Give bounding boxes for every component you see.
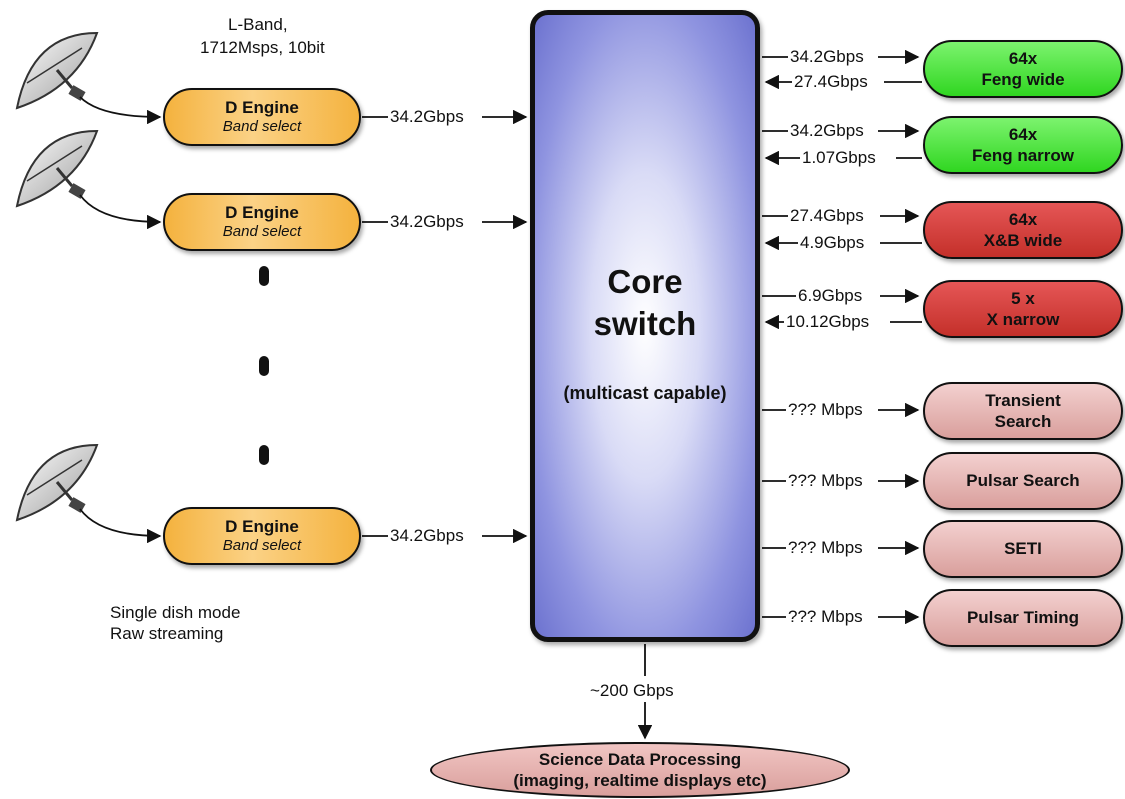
science-data-processing-node: Science Data Processing (imaging, realti… [430,742,850,798]
d-engine-title: D Engine [225,517,299,536]
node-line1: Pulsar Search [966,471,1080,491]
d-engine-rate: 34.2Gbps [390,107,464,126]
node-line1: 64x [1008,48,1038,68]
node-line2: Feng wide [981,70,1065,89]
node-line1: 64x [1008,209,1038,229]
node-line2: Feng narrow [971,146,1074,165]
band-label-line2: 1712Msps, 10bit [200,38,325,57]
d-engine-title: D Engine [225,203,299,222]
node-line1: Pulsar Timing [966,608,1080,628]
core-title-line2: switch [593,305,697,343]
node-line1: Transient [985,390,1061,410]
mode-note: Single dish mode Raw streaming [110,602,240,645]
pulsar-timing-node: Pulsar Timing [923,589,1123,647]
in-rate: 27.4Gbps [794,72,868,91]
mode-note-line2: Raw streaming [110,624,224,644]
node-line2: X narrow [986,310,1060,329]
d-engine-subtitle: Band select [222,118,302,136]
pulsar-search-node: Pulsar Search [923,452,1123,510]
transient-search-node: Transient Search [923,382,1123,440]
out-rate: 34.2Gbps [790,47,864,66]
ellipsis-dot [259,266,269,286]
dish-antenna-icon [15,31,99,110]
xb-wide-node: 64x X&B wide [923,201,1123,259]
d-engine-title: D Engine [225,98,299,117]
sdp-rate: ~200 Gbps [590,681,674,700]
band-label-line1: L-Band, [228,15,288,34]
core-switch-title: Core switch [535,261,755,345]
ellipsis-dot [259,356,269,376]
in-rate: 10.12Gbps [786,312,870,331]
feng-wide-node: 64x Feng wide [923,40,1123,98]
d-engine-rate: 34.2Gbps [390,212,464,231]
d-engine-subtitle: Band select [222,537,302,555]
node-line1: SETI [1004,539,1042,559]
ellipsis-dot [259,445,269,465]
dish-antenna-icon [15,129,99,208]
sdp-line1: Science Data Processing [538,749,742,769]
d-engine-node: D Engine Band select [163,88,361,146]
node-line2: X&B wide [983,231,1063,250]
d-engine-node: D Engine Band select [163,507,361,565]
out-rate: ??? Mbps [788,400,863,419]
core-switch-subtitle: (multicast capable) [563,383,727,403]
d-engine-node: D Engine Band select [163,193,361,251]
feng-narrow-node: 64x Feng narrow [923,116,1123,174]
out-rate: ??? Mbps [788,471,863,490]
x-narrow-node: 5 x X narrow [923,280,1123,338]
core-switch-node: Core switch (multicast capable) [530,10,760,642]
out-rate: ??? Mbps [788,607,863,626]
in-rate: 1.07Gbps [802,148,876,167]
node-line1: 64x [1008,124,1038,144]
node-line2: Search [994,412,1052,431]
core-title-line1: Core [607,263,683,300]
node-line1: 5 x [1011,288,1035,308]
seti-node: SETI [923,520,1123,578]
in-rate: 4.9Gbps [800,233,865,252]
dish-antenna-icon [15,443,99,522]
out-rate: 34.2Gbps [790,121,864,140]
d-engine-rate: 34.2Gbps [390,526,464,545]
mode-note-line1: Single dish mode [110,603,241,622]
d-engine-subtitle: Band select [222,223,302,241]
out-rate: 6.9Gbps [798,286,863,305]
out-rate: 27.4Gbps [790,206,864,225]
out-rate: ??? Mbps [788,538,863,557]
sdp-line2: (imaging, realtime displays etc) [513,771,767,790]
